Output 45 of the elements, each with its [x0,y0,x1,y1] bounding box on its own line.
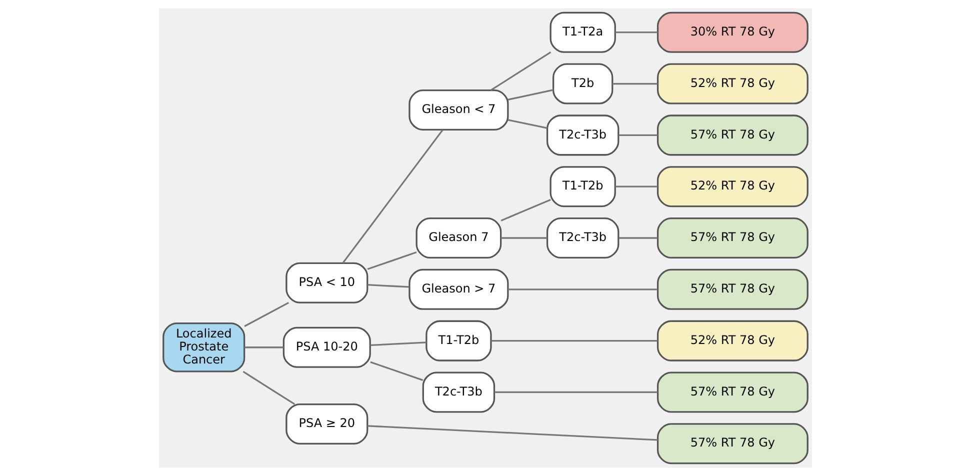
connector [242,370,296,405]
node-box: Gleason 7 [416,218,502,258]
connector [494,391,658,394]
node-box: 52% RT 78 Gy [656,63,808,104]
node-box: 52% RT 78 Gy [656,320,808,362]
connector [501,237,548,239]
connector [508,89,554,100]
connector [342,130,444,264]
node-box: T2c-T3b [546,114,620,156]
node-box: T2c-T3b [422,372,496,413]
connector [368,284,410,288]
node-box: 57% RT 78 Gy [656,268,808,310]
connector [491,340,658,342]
node-box: T1-T2b [550,166,616,208]
connector [490,51,552,91]
connector [508,288,658,290]
connector [370,361,424,381]
node-box: Gleason > 7 [408,268,509,310]
node-box: 57% RT 78 Gy [656,114,808,156]
node-box: T1-T2a [550,12,616,53]
connector [612,82,658,85]
connector [370,342,426,346]
node-box: 57% RT 78 Gy [656,372,808,413]
connector [367,251,417,270]
connector [615,186,658,188]
node-box: 52% RT 78 Gy [656,166,808,208]
node-box: 57% RT 78 Gy [656,218,808,258]
connector [618,134,658,136]
node-box: PSA ≥ 20 [286,403,368,444]
node-box: 30% RT 78 Gy [656,12,808,53]
node-box: T1-T2b [426,320,492,362]
connector [368,425,658,441]
connector [500,199,551,222]
connector [244,302,289,327]
node-box: T2b [552,63,614,104]
node-box: Gleason < 7 [408,90,509,131]
connector [618,237,658,239]
node-box: PSA < 10 [286,262,368,304]
node-box: T2c-T3b [546,218,620,258]
connector [508,119,548,129]
node-box: Localized Prostate Cancer [162,322,246,372]
connector [615,32,658,34]
node-box: 57% RT 78 Gy [656,423,808,464]
connector [244,346,284,348]
node-box: PSA 10-20 [282,326,371,368]
